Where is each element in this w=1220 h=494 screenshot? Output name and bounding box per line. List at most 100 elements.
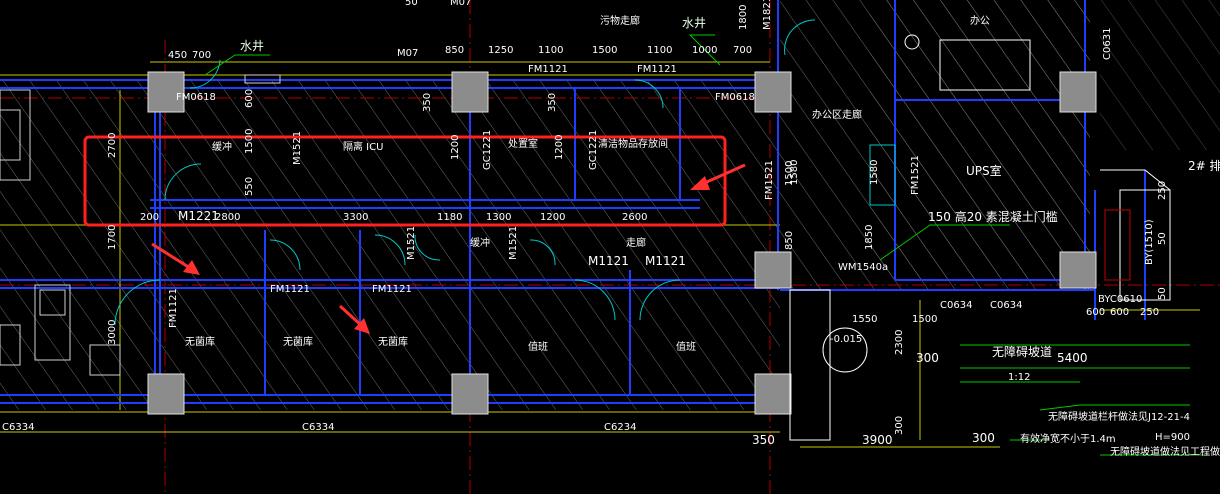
door-swings xyxy=(114,19,816,326)
dim-1550: 1550 xyxy=(852,314,877,325)
dim-300a: 300 xyxy=(916,351,939,365)
room-duty-2: 值班 xyxy=(676,340,696,353)
room-sterile-3: 无菌库 xyxy=(378,335,408,348)
h900-label: H=900 xyxy=(1155,432,1190,443)
dim-300c: 300 xyxy=(894,416,905,435)
window-c6334-b: C6334 xyxy=(302,422,334,433)
right-structures xyxy=(789,34,1171,441)
dim-1200a: 1200 xyxy=(450,135,461,160)
dim-1200b: 1200 xyxy=(554,135,565,160)
furniture-outlines xyxy=(0,74,281,376)
dim-600: 600 xyxy=(244,89,255,108)
code-fm1521: FM1521 xyxy=(764,160,775,200)
code-gc1221: GC1221 xyxy=(482,130,493,170)
room-duty-1: 值班 xyxy=(528,340,548,353)
dim-1580b: 1580 xyxy=(869,160,880,185)
bottom-window-labels: C6334 C6334 C6234 xyxy=(2,422,636,433)
code-fm1121-c: FM1121 xyxy=(372,284,412,295)
top-dim-4: 1250 xyxy=(488,45,513,56)
elevation-label: -0.015 xyxy=(830,334,862,345)
dim-2700: 2700 xyxy=(107,133,118,158)
ramp-slope: 1:12 xyxy=(1008,372,1030,383)
window-c0634-a: C0634 xyxy=(940,300,972,311)
dim-3900: 3900 xyxy=(862,433,893,447)
top-dim-2: 700 xyxy=(192,50,211,61)
door-m1821: M1821 xyxy=(762,0,773,30)
leader-lines xyxy=(204,34,1210,456)
dim-1500b: 1500 xyxy=(784,161,795,186)
bdim-2600: 2600 xyxy=(622,212,647,223)
rail-note: 无障碍坡道栏杆做法见J12-21-4 xyxy=(1048,410,1190,423)
door-fm1121-b: FM1121 xyxy=(637,64,677,75)
dim-5400: 5400 xyxy=(1057,351,1088,365)
room-office-corridor: 办公区走廊 xyxy=(812,108,862,121)
dimension-lines xyxy=(0,61,1200,448)
room-clean-storage: 清洁物品存放间 xyxy=(598,137,668,150)
dim-350r: 350 xyxy=(752,433,775,447)
dim-1500: 1500 xyxy=(244,129,255,154)
bdim-3300: 3300 xyxy=(343,212,368,223)
dim-1700: 1700 xyxy=(107,225,118,250)
top-dim-9: 700 xyxy=(733,45,752,56)
code-fm1521b: FM1521 xyxy=(910,155,921,195)
smoke-exhaust-label: 2# 排烟 xyxy=(1188,159,1220,173)
walls xyxy=(0,0,1146,404)
room-disinfect: 处置室 xyxy=(508,137,538,150)
code-fm1121-a: FM1121 xyxy=(168,288,179,328)
top-50: 50 xyxy=(405,0,418,8)
dim-1580: 1580 xyxy=(789,160,800,185)
room-corridor: 走廊 xyxy=(626,236,646,249)
dim-350a: 350 xyxy=(422,93,433,112)
top-labels: 水井 水井 污物走廊 FM1121 FM1121 M07 FM0618 FM06… xyxy=(176,0,773,103)
code-m1521-a: M1521 xyxy=(406,226,417,260)
dim-50b: 50 xyxy=(1157,287,1168,300)
code-m1521: M1521 xyxy=(292,131,303,165)
dim-250b: 250 xyxy=(1140,307,1159,318)
room-sterile-1: 无菌库 xyxy=(185,335,215,348)
bdim-200: 200 xyxy=(140,212,159,223)
annotation-arrows xyxy=(151,163,746,334)
bdim-1200: 1200 xyxy=(540,212,565,223)
water-well-left: 水井 xyxy=(240,39,264,53)
code-m1121-a: M1121 xyxy=(588,254,629,268)
top-dimension-texts: 450 700 850 1250 1100 1500 1100 1000 700… xyxy=(168,5,752,61)
width-note: 有效净宽不小于1.4m xyxy=(1020,432,1116,445)
dim-600a: 600 xyxy=(1086,307,1105,318)
top-dim-8: 1000 xyxy=(692,45,717,56)
door-fm1121-a: FM1121 xyxy=(528,64,568,75)
bottom-corridor-dims: 200 2800 3300 1180 1300 1200 2600 xyxy=(140,212,647,223)
code-wm1540a: WM1540a xyxy=(838,262,888,273)
room-icu: 隔离 ICU xyxy=(343,140,383,153)
door-fm0618-right: FM0618 xyxy=(715,92,755,103)
room-office: 办公 xyxy=(970,14,990,27)
dim-550: 550 xyxy=(244,177,255,196)
room-buffer-2: 缓冲 xyxy=(470,236,490,249)
dim-1500r: 1500 xyxy=(912,314,937,325)
door-fm0618-left: FM0618 xyxy=(176,92,216,103)
window-c6334-a: C6334 xyxy=(2,422,34,433)
door-m07: M07 xyxy=(397,48,418,59)
code-m1121-b: M1121 xyxy=(645,254,686,268)
top-dim-10: 1800 xyxy=(738,5,749,30)
dim-600b: 600 xyxy=(1110,307,1129,318)
code-fm1121-b: FM1121 xyxy=(270,284,310,295)
dim-2300: 2300 xyxy=(894,330,905,355)
corridor-labels: 缓冲 隔离 ICU 处置室 清洁物品存放间 M1521 GC1221 GC122… xyxy=(107,89,795,223)
dim-300b: 300 xyxy=(972,431,995,445)
dim-350b: 350 xyxy=(547,93,558,112)
ramp-label: 无障碍坡道 xyxy=(992,344,1052,359)
dim-50a: 50 xyxy=(1157,232,1168,245)
top-dim-3: 850 xyxy=(445,45,464,56)
dim-3000: 3000 xyxy=(107,320,118,345)
columns xyxy=(147,71,1097,415)
bdim-1180: 1180 xyxy=(437,212,462,223)
dim-850: 850 xyxy=(784,231,795,250)
top-m07: M07 xyxy=(450,0,471,8)
code-m1221: M1221 xyxy=(178,209,219,223)
window-c0634-b: C0634 xyxy=(990,300,1022,311)
window-by1510: BY(1510) xyxy=(1144,219,1155,265)
code-m1521-b: M1521 xyxy=(508,226,519,260)
room-buffer: 缓冲 xyxy=(212,140,232,153)
highlight-box xyxy=(83,135,727,227)
